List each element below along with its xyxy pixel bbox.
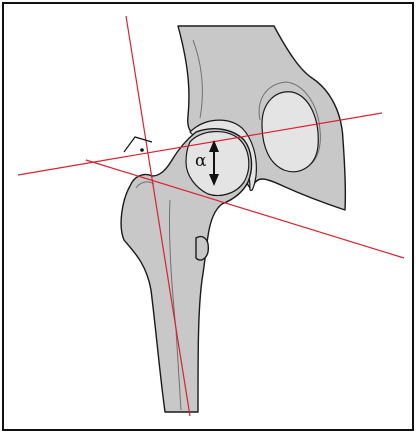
- lesser-trochanter: [196, 237, 208, 260]
- right-angle-dot: [140, 148, 144, 152]
- angle-alpha-label: α: [195, 151, 207, 171]
